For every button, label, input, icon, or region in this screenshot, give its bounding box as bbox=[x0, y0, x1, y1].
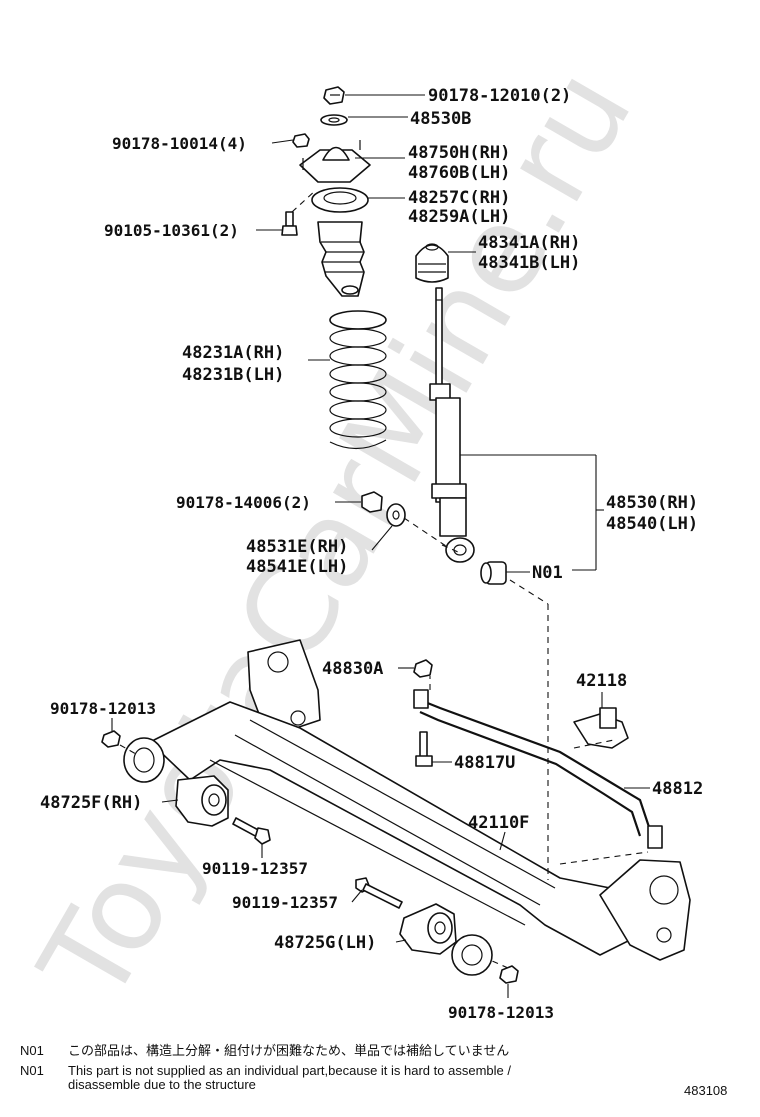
label-48817U: 48817U bbox=[454, 753, 515, 773]
leader-lines bbox=[111, 94, 650, 998]
label-48231A: 48231A(RH) bbox=[182, 343, 284, 363]
label-90178-12013-lower: 90178-12013 bbox=[448, 1003, 554, 1022]
left-bushing-eye bbox=[123, 737, 165, 783]
mount-nut bbox=[292, 133, 310, 148]
coil-spring bbox=[329, 310, 387, 450]
label-90178-12013-upper: 90178-12013 bbox=[50, 699, 156, 718]
label-90178-12010: 90178-12010(2) bbox=[428, 86, 571, 106]
rh-bushing-bolt bbox=[232, 817, 271, 845]
left-lower-nut bbox=[101, 730, 121, 748]
torsion-beam bbox=[149, 701, 641, 956]
stabilizer-bolt bbox=[415, 731, 433, 767]
top-nut bbox=[323, 86, 345, 105]
lower-bushing-eye bbox=[451, 934, 493, 976]
label-48725F: 48725F(RH) bbox=[40, 793, 142, 813]
label-48341B: 48341B(LH) bbox=[478, 253, 580, 273]
label-48750H: 48750H(RH) bbox=[408, 143, 510, 163]
strut-mount bbox=[299, 140, 371, 183]
label-90178-14006: 90178-14006(2) bbox=[176, 493, 311, 512]
note-text-jp: この部品は、構造上分解・組付けが困難なため、単品では補給していません bbox=[68, 1043, 509, 1059]
label-48530: 48530(RH) bbox=[606, 493, 698, 513]
bracket-nut bbox=[413, 659, 433, 678]
label-48541E: 48541E(LH) bbox=[246, 557, 348, 577]
note-code-en: N01 bbox=[20, 1063, 44, 1078]
label-48341A: 48341A(RH) bbox=[478, 233, 580, 253]
right-trailing-arm bbox=[599, 859, 691, 961]
label-90119-12357-upper: 90119-12357 bbox=[202, 859, 308, 878]
label-48830A: 48830A bbox=[322, 659, 383, 679]
stabilizer-bracket bbox=[573, 707, 629, 749]
label-48725G: 48725G(LH) bbox=[274, 933, 376, 953]
label-42110F: 42110F bbox=[468, 813, 529, 833]
bump-stopper bbox=[415, 243, 449, 283]
note-text-en-2: disassemble due to the structure bbox=[68, 1077, 256, 1092]
label-48540: 48540(LH) bbox=[606, 514, 698, 534]
shock-absorber bbox=[429, 287, 475, 563]
label-42118: 42118 bbox=[576, 671, 627, 691]
label-90178-10014: 90178-10014(4) bbox=[112, 134, 247, 153]
spring-upper-seat bbox=[311, 187, 369, 213]
seat-bolt bbox=[281, 211, 298, 236]
label-90105-10361: 90105-10361(2) bbox=[104, 221, 239, 240]
strut-washer bbox=[320, 114, 348, 126]
assembly-lines bbox=[119, 189, 649, 969]
lh-bushing-bolt bbox=[355, 877, 403, 909]
note-code-jp: N01 bbox=[20, 1043, 44, 1058]
rh-bushing bbox=[175, 775, 229, 827]
axle-bracket bbox=[247, 639, 321, 731]
dust-boot bbox=[317, 221, 365, 297]
stabilizer-bar bbox=[413, 689, 663, 849]
figure-number: 483108 bbox=[684, 1083, 727, 1098]
label-48760B: 48760B(LH) bbox=[408, 163, 510, 183]
label-48231B: 48231B(LH) bbox=[182, 365, 284, 385]
label-90119-12357-lower: 90119-12357 bbox=[232, 893, 338, 912]
shock-washer bbox=[386, 503, 406, 527]
note-text-en-1: This part is not supplied as an individu… bbox=[68, 1063, 511, 1078]
label-48259A: 48259A(LH) bbox=[408, 207, 510, 227]
label-48257C: 48257C(RH) bbox=[408, 188, 510, 208]
label-48812: 48812 bbox=[652, 779, 703, 799]
label-48531E: 48531E(RH) bbox=[246, 537, 348, 557]
lower-nut bbox=[499, 965, 519, 984]
label-48530B: 48530B bbox=[410, 109, 471, 129]
shock-nut bbox=[361, 491, 383, 513]
label-N01: N01 bbox=[532, 563, 563, 583]
lh-bushing bbox=[399, 903, 457, 955]
shock-bushing bbox=[480, 561, 507, 585]
